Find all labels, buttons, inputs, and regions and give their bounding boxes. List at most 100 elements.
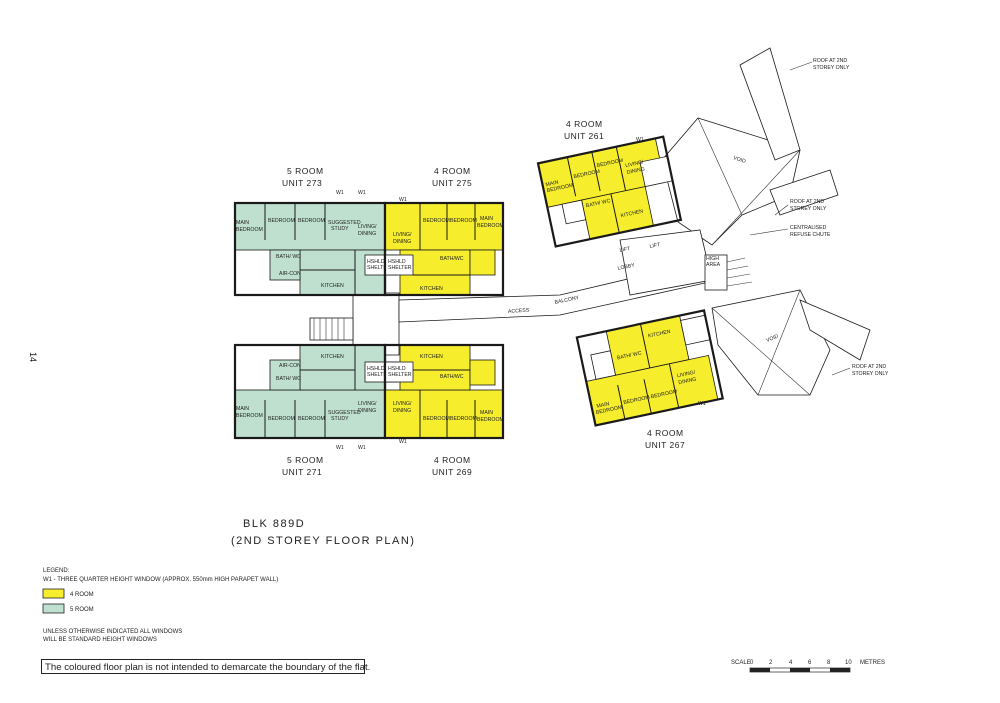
svg-text:SHELTER: SHELTER xyxy=(367,372,391,378)
svg-text:DINING: DINING xyxy=(393,408,411,414)
central-corridor xyxy=(309,261,706,356)
svg-text:MAIN: MAIN xyxy=(480,410,493,416)
unit-271-type: 5 ROOM xyxy=(287,455,324,465)
svg-text:W1: W1 xyxy=(399,197,407,203)
legend-label-5-room: 5 ROOM xyxy=(70,607,94,613)
svg-text:LIVING/: LIVING/ xyxy=(358,401,377,407)
svg-text:KITCHEN: KITCHEN xyxy=(420,354,443,360)
svg-text:SCALE: SCALE xyxy=(731,660,751,666)
svg-text:LIVING/: LIVING/ xyxy=(393,232,412,238)
unit-267-type: 4 ROOM xyxy=(647,428,684,438)
svg-text:ROOF AT 2ND: ROOF AT 2ND xyxy=(813,58,847,64)
svg-text:BEDROOM: BEDROOM xyxy=(546,183,573,194)
svg-text:BATH/ WC: BATH/ WC xyxy=(276,376,301,382)
svg-text:CENTRALISED: CENTRALISED xyxy=(790,225,827,231)
svg-text:W1: W1 xyxy=(636,137,644,143)
svg-text:BEDROOM: BEDROOM xyxy=(595,405,622,416)
unit-269-type: 4 ROOM xyxy=(434,455,471,465)
block-title: BLK 889D xyxy=(243,518,305,530)
svg-text:KITCHEN: KITCHEN xyxy=(648,329,672,340)
refuse-chute-callout: CENTRALISED REFUSE CHUTE xyxy=(749,225,831,238)
svg-text:BEDROOM: BEDROOM xyxy=(573,169,600,180)
svg-text:MAIN: MAIN xyxy=(480,216,493,222)
svg-text:HSHLD: HSHLD xyxy=(367,259,385,265)
svg-text:BEDROOM: BEDROOM xyxy=(477,223,504,229)
svg-text:BATH/WC: BATH/WC xyxy=(440,256,464,262)
svg-text:DINING: DINING xyxy=(626,166,645,176)
legend-title: LEGEND: xyxy=(43,568,70,574)
svg-text:HSHLD: HSHLD xyxy=(367,366,385,372)
unit-275-name: UNIT 275 xyxy=(432,178,472,188)
balcony-label: BALCONY xyxy=(554,295,580,306)
legend-note-1: UNLESS OTHERWISE INDICATED ALL WINDOWS xyxy=(43,629,182,635)
svg-text:SHELTER: SHELTER xyxy=(367,265,391,271)
svg-text:BEDROOM: BEDROOM xyxy=(268,416,295,422)
svg-text:BEDROOM: BEDROOM xyxy=(268,218,295,224)
svg-text:BEDROOM: BEDROOM xyxy=(450,416,477,422)
svg-text:BEDROOM: BEDROOM xyxy=(298,416,325,422)
svg-text:DINING: DINING xyxy=(678,377,697,387)
svg-text:HSHLD: HSHLD xyxy=(388,259,406,265)
unit-269: LIVING/DINING BEDROOM BEDROOM MAINBEDROO… xyxy=(383,343,505,445)
svg-text:8: 8 xyxy=(827,660,831,666)
disclaimer-box: The coloured floor plan is not intended … xyxy=(41,659,370,674)
svg-text:ROOF AT 2ND: ROOF AT 2ND xyxy=(790,199,824,205)
legend-swatch-4-room xyxy=(42,588,65,599)
svg-text:W1: W1 xyxy=(336,190,344,196)
legend-note-2: WILL BE STANDARD HEIGHT WINDOWS xyxy=(43,637,157,643)
svg-text:HIGH: HIGH xyxy=(706,256,719,262)
svg-text:VOID: VOID xyxy=(766,333,780,343)
roof-callout-bottom: ROOF AT 2ND STOREY ONLY xyxy=(831,364,889,377)
svg-text:ROOF AT 2ND: ROOF AT 2ND xyxy=(852,364,886,370)
svg-text:MAIN: MAIN xyxy=(236,220,249,226)
svg-text:STOREY ONLY: STOREY ONLY xyxy=(852,371,889,377)
block-subtitle: (2ND STOREY FLOOR PLAN) xyxy=(231,535,415,547)
svg-text:BEDROOM: BEDROOM xyxy=(236,413,263,419)
svg-text:AREA: AREA xyxy=(706,262,721,268)
svg-text:DINING: DINING xyxy=(393,239,411,245)
svg-text:SUGGESTED: SUGGESTED xyxy=(328,410,361,416)
svg-text:6: 6 xyxy=(808,660,812,666)
svg-text:BEDROOM: BEDROOM xyxy=(477,417,504,423)
unit-269-name: UNIT 269 xyxy=(432,467,472,477)
unit-271-name: UNIT 271 xyxy=(282,467,322,477)
svg-text:BEDROOM: BEDROOM xyxy=(298,218,325,224)
svg-text:HSHLD: HSHLD xyxy=(388,366,406,372)
svg-text:10: 10 xyxy=(845,660,852,666)
svg-text:BATH/ WC: BATH/ WC xyxy=(276,254,301,260)
svg-text:0: 0 xyxy=(750,660,754,666)
svg-text:STOREY ONLY: STOREY ONLY xyxy=(790,206,827,212)
svg-text:BEDROOM: BEDROOM xyxy=(236,227,263,233)
svg-text:LIFT: LIFT xyxy=(619,246,631,254)
svg-text:KITCHEN: KITCHEN xyxy=(321,354,344,360)
svg-text:MAIN: MAIN xyxy=(545,180,559,189)
svg-text:W1: W1 xyxy=(358,445,366,451)
svg-text:KITCHEN: KITCHEN xyxy=(420,286,443,292)
svg-text:VOID: VOID xyxy=(732,155,746,165)
svg-text:LIFT: LIFT xyxy=(649,242,661,250)
unit-273-type: 5 ROOM xyxy=(287,166,324,176)
svg-text:LIVING/: LIVING/ xyxy=(358,224,377,230)
svg-text:KITCHEN: KITCHEN xyxy=(321,283,344,289)
svg-text:BEDROOM: BEDROOM xyxy=(650,389,677,400)
roof-callout-top: ROOF AT 2ND STOREY ONLY xyxy=(789,58,850,71)
svg-text:MAIN: MAIN xyxy=(596,401,610,410)
svg-text:SUGGESTED: SUGGESTED xyxy=(328,220,361,226)
svg-text:W1: W1 xyxy=(399,439,407,445)
svg-text:AIR-CON: AIR-CON xyxy=(279,363,301,369)
svg-text:REFUSE CHUTE: REFUSE CHUTE xyxy=(790,232,831,238)
svg-text:DINING: DINING xyxy=(358,408,376,414)
svg-text:BATH/ WC: BATH/ WC xyxy=(585,198,611,209)
unit-275-type: 4 ROOM xyxy=(434,166,471,176)
svg-text:METRES: METRES xyxy=(860,660,885,666)
unit-261-type: 4 ROOM xyxy=(566,119,603,129)
svg-text:BEDROOM: BEDROOM xyxy=(596,158,623,169)
svg-text:STOREY ONLY: STOREY ONLY xyxy=(813,65,850,71)
svg-text:SHELTER: SHELTER xyxy=(388,372,412,378)
svg-text:LIVING/: LIVING/ xyxy=(393,401,412,407)
svg-text:W1: W1 xyxy=(698,401,706,407)
